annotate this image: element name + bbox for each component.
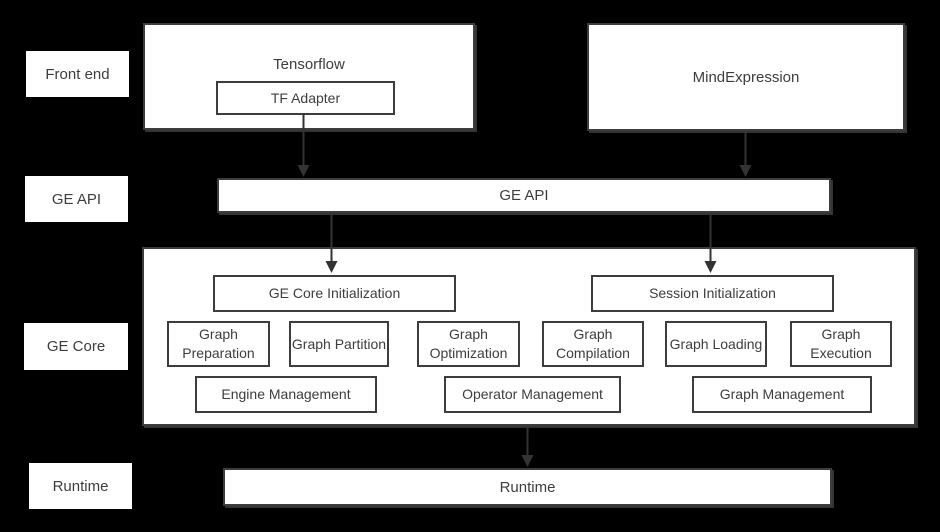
ge-api-bar: GE API bbox=[217, 178, 831, 213]
graph-partition-box: Graph Partition bbox=[289, 321, 389, 367]
ge-core-initialization-box: GE Core Initialization bbox=[213, 275, 456, 312]
tf-adapter-box: TF Adapter bbox=[216, 81, 395, 115]
layer-label-runtime-text: Runtime bbox=[52, 477, 109, 495]
operator-management-label: Operator Management bbox=[462, 386, 603, 402]
graph-execution-box: Graph Execution bbox=[790, 321, 892, 367]
layer-label-front-end: Front end bbox=[26, 51, 129, 97]
operator-management-box: Operator Management bbox=[444, 376, 621, 413]
session-initialization-label: Session Initialization bbox=[649, 285, 776, 301]
graph-preparation-label: Graph Preparation bbox=[182, 326, 255, 361]
graph-partition-label: Graph Partition bbox=[291, 335, 387, 352]
graph-optimization-box: Graph Optimization bbox=[417, 321, 520, 367]
ge-api-bar-label: GE API bbox=[499, 187, 549, 204]
graph-compilation-box: Graph Compilation bbox=[542, 321, 644, 367]
runtime-bar: Runtime bbox=[223, 468, 832, 506]
layer-label-ge-core-text: GE Core bbox=[46, 338, 106, 355]
engine-management-label: Engine Management bbox=[221, 386, 351, 402]
layer-label-front-end-text: Front end bbox=[45, 65, 110, 83]
graph-management-box: Graph Management bbox=[692, 376, 872, 413]
tf-adapter-label: TF Adapter bbox=[270, 89, 341, 106]
arrow-mindexpression-to-ge-api bbox=[739, 131, 752, 177]
layer-label-ge-core: GE Core bbox=[24, 323, 128, 370]
tensorflow-box: Tensorflow TF Adapter bbox=[143, 23, 475, 130]
arrow-ge-core-to-runtime bbox=[521, 426, 534, 467]
graph-preparation-box: Graph Preparation bbox=[167, 321, 270, 367]
graph-execution-label: Graph Execution bbox=[810, 326, 872, 361]
session-initialization-box: Session Initialization bbox=[591, 275, 834, 312]
graph-loading-label: Graph Loading bbox=[669, 335, 763, 352]
runtime-bar-label: Runtime bbox=[499, 478, 556, 496]
engine-management-box: Engine Management bbox=[195, 376, 377, 413]
graph-management-label: Graph Management bbox=[719, 386, 845, 402]
ge-core-initialization-label: GE Core Initialization bbox=[268, 285, 401, 301]
graph-optimization-label: Graph Optimization bbox=[429, 326, 508, 361]
layer-label-runtime: Runtime bbox=[29, 463, 132, 509]
layer-label-ge-api: GE API bbox=[25, 176, 128, 222]
layer-label-ge-api-text: GE API bbox=[51, 190, 102, 208]
graph-loading-box: Graph Loading bbox=[665, 321, 767, 367]
tensorflow-label: Tensorflow bbox=[273, 56, 345, 73]
ge-core-box: GE Core Initialization Session Initializ… bbox=[142, 247, 916, 426]
mindexpression-box: MindExpression bbox=[587, 23, 905, 131]
mindexpression-label: MindExpression bbox=[692, 68, 800, 86]
graph-compilation-label: Graph Compilation bbox=[556, 326, 630, 361]
